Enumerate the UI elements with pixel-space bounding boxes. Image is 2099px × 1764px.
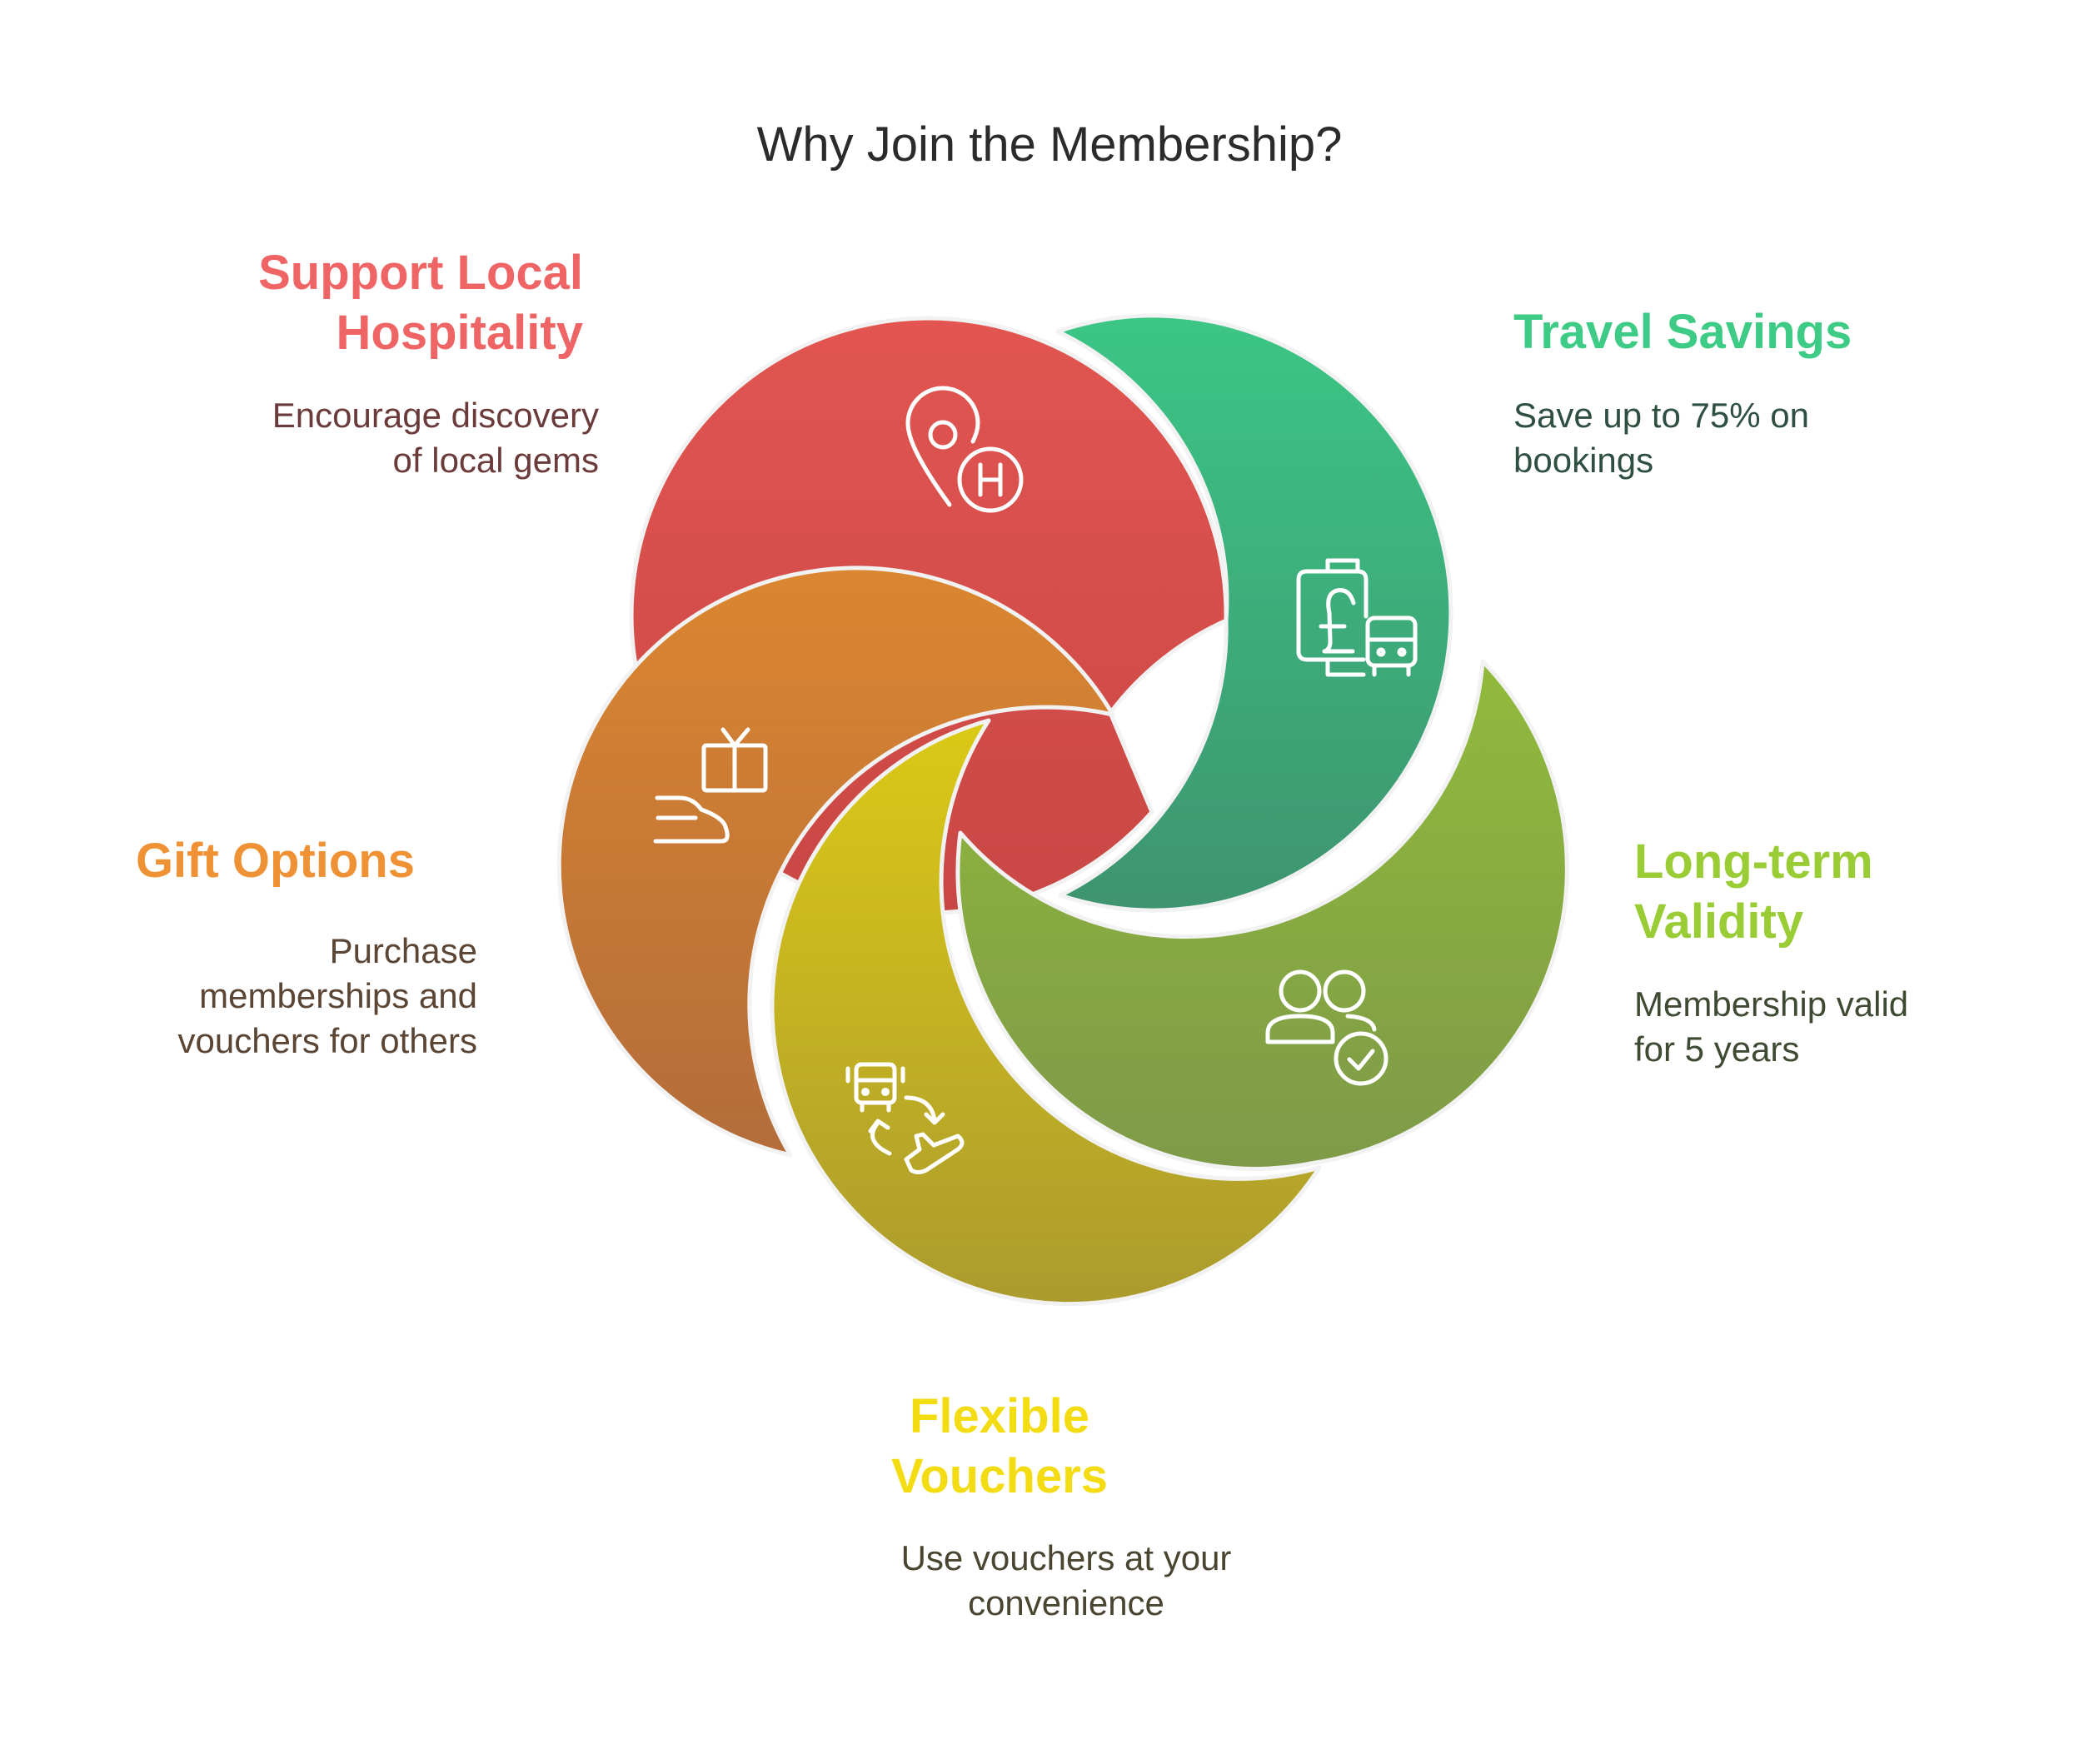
travel-description: Save up to 75% on bookings <box>1513 393 1809 483</box>
segment-travel-savings[interactable] <box>1055 313 1453 913</box>
vouchers-desc-line-1: Use vouchers at your <box>900 1538 1232 1577</box>
travel-title-line-1: Travel Savings <box>1513 305 1852 359</box>
segment-long-term-validity[interactable] <box>955 659 1569 1171</box>
support-title-line-1: Support Local <box>258 246 583 300</box>
vouchers-desc-line-2: convenience <box>968 1583 1164 1622</box>
gift-desc-line-1: Purchase <box>329 931 477 970</box>
support-desc-line-2: of local gems <box>392 441 599 480</box>
validity-title-line-1: Long-term <box>1634 835 1873 889</box>
gift-title-line-1: Gift Options <box>135 834 415 888</box>
support-desc-line-1: Encourage discovery <box>272 396 599 435</box>
vouchers-title-line-2: Vouchers <box>890 1449 1108 1503</box>
support-title-line-2: Hospitality <box>336 306 584 360</box>
validity-title-line-2: Validity <box>1634 894 1804 949</box>
support-description: Encourage discovery of local gems <box>272 393 599 483</box>
users-check-icon <box>1265 969 1389 1086</box>
pound-luggage-bus-icon <box>1296 558 1418 677</box>
validity-desc-line-2: for 5 years <box>1634 1029 1800 1069</box>
vouchers-title-line-1: Flexible <box>910 1389 1089 1443</box>
vouchers-description: Use vouchers at your convenience <box>858 1536 1274 1626</box>
gift-desc-line-2: memberships and <box>199 976 477 1015</box>
travel-desc-line-1: Save up to 75% on <box>1513 396 1809 435</box>
vouchers-title: Flexible Vouchers <box>833 1387 1166 1507</box>
bus-plane-exchange-icon <box>845 1062 965 1174</box>
validity-desc-line-1: Membership valid <box>1634 984 1909 1024</box>
validity-title: Long-term Validity <box>1634 832 1873 952</box>
travel-desc-line-2: bookings <box>1513 441 1654 480</box>
gift-desc-line-3: vouchers for others <box>177 1021 477 1060</box>
segment-gift-options[interactable] <box>556 566 1115 1158</box>
gift-description: Purchase memberships and vouchers for ot… <box>177 929 477 1064</box>
support-title: Support Local Hospitality <box>258 243 583 363</box>
gift-title: Gift Options <box>136 831 415 891</box>
validity-description: Membership valid for 5 years <box>1634 982 1908 1072</box>
hotel-location-pin-icon <box>905 386 1024 513</box>
page-title: Why Join the Membership? <box>756 117 1343 172</box>
travel-title: Travel Savings <box>1513 302 1852 362</box>
gift-hand-icon <box>653 727 768 844</box>
